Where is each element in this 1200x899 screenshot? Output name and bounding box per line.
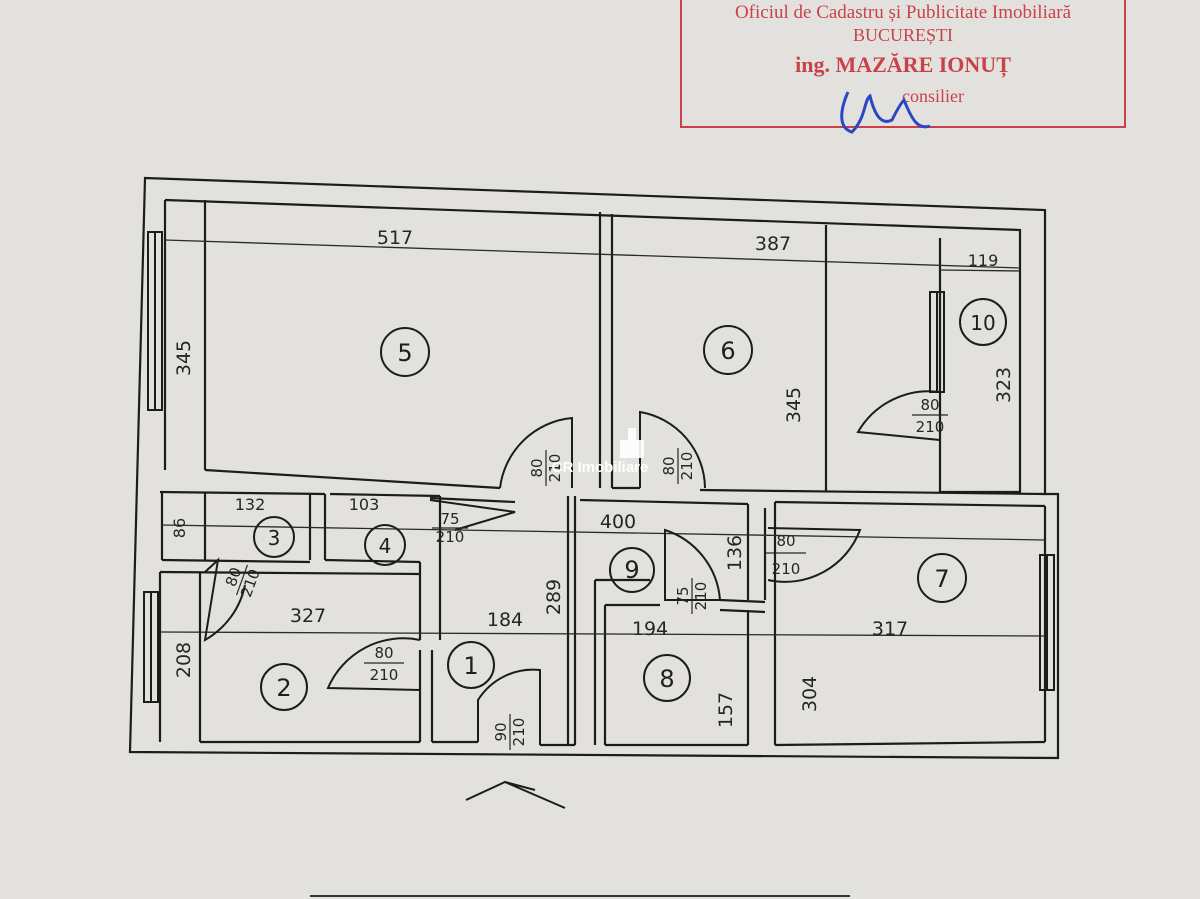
svg-text:210: 210	[678, 452, 696, 481]
door-labels: 80 210 80 210 80 210 80 210 75 210 75 21…	[222, 396, 948, 750]
watermark: CR Imobiliare	[552, 428, 649, 476]
room-8-label: 8	[659, 665, 674, 693]
svg-text:210: 210	[692, 582, 710, 611]
svg-text:75: 75	[674, 586, 692, 605]
door-10-label: 80 210	[912, 396, 948, 436]
door-5-label: 80 210	[528, 450, 564, 486]
dim-room9-height: 136	[724, 535, 746, 571]
svg-text:90: 90	[492, 722, 510, 741]
windows	[143, 231, 1055, 703]
walls	[128, 176, 1060, 760]
watermark-text: CR Imobiliare	[552, 459, 649, 476]
svg-text:210: 210	[510, 718, 528, 747]
room-5-label: 5	[397, 339, 412, 367]
door-7-label: 80 210	[766, 532, 806, 578]
dim-room2-width: 327	[290, 605, 326, 627]
signature	[840, 91, 931, 134]
dim-room1-height: 289	[543, 579, 565, 615]
stamp-engineer: ing. MAZĂRE IONUȚ	[795, 52, 1011, 77]
dim-room6-width: 387	[755, 233, 791, 255]
room-9-label: 9	[624, 556, 639, 584]
room-4-label: 4	[379, 534, 392, 558]
dim-room6-height: 345	[783, 387, 805, 423]
doors	[203, 390, 941, 745]
svg-text:210: 210	[436, 528, 465, 546]
dim-room2-height: 208	[173, 642, 195, 678]
svg-text:80: 80	[776, 532, 795, 550]
svg-text:80: 80	[660, 456, 678, 475]
door-3-label: 80 210	[222, 564, 264, 600]
room-6-label: 6	[720, 337, 735, 365]
dim-room7-height: 304	[799, 676, 821, 712]
dim-room3-height: 86	[170, 518, 189, 538]
stamp-office: Oficiul de Cadastru și Publicitate Imobi…	[734, 2, 1072, 23]
room-10-label: 10	[970, 311, 995, 335]
dim-room3-width: 132	[235, 495, 266, 514]
dim-room10-width: 119	[968, 251, 999, 270]
door-2-label: 80 210	[364, 644, 404, 684]
svg-text:210: 210	[370, 666, 399, 684]
svg-text:210: 210	[916, 418, 945, 436]
room-7-label: 7	[934, 565, 949, 593]
dim-hall-width: 400	[600, 511, 636, 533]
svg-text:80: 80	[528, 458, 546, 477]
svg-text:80: 80	[374, 644, 393, 662]
dim-room5-width: 517	[377, 227, 413, 249]
svg-text:80: 80	[222, 565, 245, 589]
stamp-role: consilier	[902, 86, 964, 106]
door-6-label: 80 210	[660, 448, 696, 484]
stamp-city: BUCUREȘTI	[852, 25, 953, 45]
door-4-label: 75 210	[432, 510, 468, 546]
svg-text:75: 75	[440, 510, 459, 528]
dim-room1-width: 184	[487, 609, 523, 631]
entry-arrow	[465, 780, 566, 809]
dim-room8-width: 194	[632, 618, 668, 640]
door-9-label: 75 210	[674, 578, 710, 614]
dim-room8-height: 157	[715, 692, 737, 728]
dim-room4-width: 103	[349, 495, 380, 514]
room-1-label: 1	[463, 652, 478, 680]
cadastre-stamp: Oficiul de Cadastru și Publicitate Imobi…	[680, 0, 1126, 128]
svg-text:210: 210	[772, 560, 801, 578]
door-1-label: 90 210	[492, 714, 528, 750]
svg-text:80: 80	[920, 396, 939, 414]
room-2-label: 2	[276, 674, 291, 702]
room-3-label: 3	[268, 526, 281, 550]
svg-text:210: 210	[546, 454, 564, 483]
dim-room5-height: 345	[173, 340, 195, 376]
dimension-lines	[159, 239, 1046, 637]
dim-room7-width: 317	[872, 618, 908, 640]
room-markers	[253, 298, 1007, 711]
dim-room10-height: 323	[993, 367, 1015, 403]
